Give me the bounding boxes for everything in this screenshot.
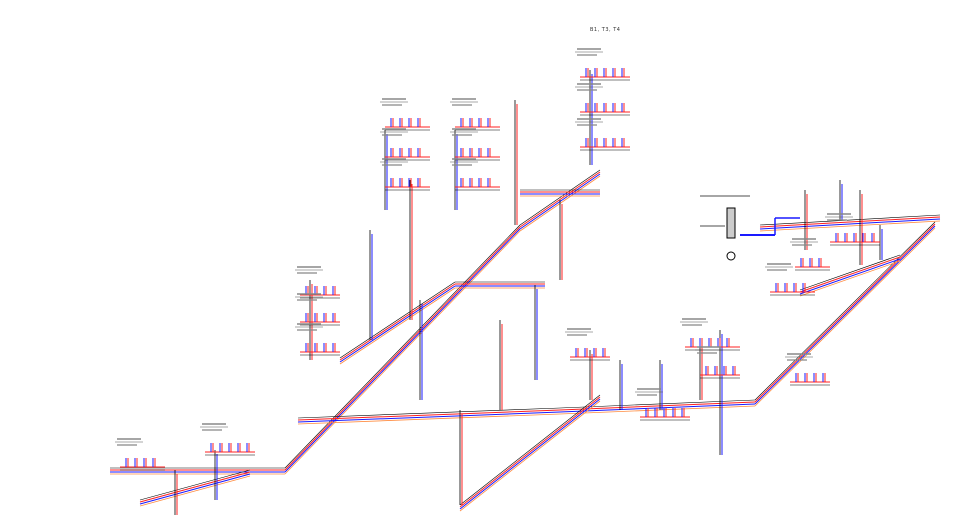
trunk-diagonal-left-cold: [284, 228, 521, 473]
right-branch-hot: [799, 256, 901, 293]
right-branch-circ: [799, 260, 901, 297]
right-top-horizontal-cold: [759, 218, 941, 230]
mid-diagonal-cold: [339, 285, 456, 363]
trunk-diagonal-right-outline: [754, 221, 936, 401]
trunk-diagonal-right-hot: [754, 223, 936, 403]
trunk-diagonal-right-circ: [754, 227, 936, 407]
mid-diagonal-circ: [339, 287, 456, 365]
lower-diagonal-cold: [459, 398, 601, 510]
trunk-diagonal-left-circ: [284, 230, 521, 475]
main-horizontal-left-outline: [297, 407, 561, 419]
trunk-diagonal-right-cold: [754, 225, 936, 405]
right-top-horizontal-hot: [759, 216, 941, 228]
left-branch-hot: [139, 471, 251, 503]
left-branch-cold: [139, 473, 251, 505]
main-horizontal-left-cold: [297, 411, 561, 423]
lower-diagonal-outline: [459, 394, 601, 506]
water-meter-icon: [726, 207, 736, 239]
inlet-marker-icon: [726, 251, 736, 261]
right-top-horizontal-outline: [759, 214, 941, 226]
right-branch-cold: [799, 258, 901, 295]
main-horizontal-left-hot: [297, 409, 561, 421]
left-branch-outline: [139, 469, 251, 501]
main-horizontal-left-circ: [297, 413, 561, 425]
trunk-diagonal-left-outline: [284, 224, 521, 469]
trunk-diagonal-upper-outline: [519, 169, 601, 226]
right-branch-outline: [799, 254, 901, 291]
mid-diagonal-hot: [339, 283, 456, 361]
right-top-horizontal-circ: [759, 220, 941, 232]
drawing-title: В1, Т3, Т4: [590, 27, 621, 33]
mid-diagonal-outline: [339, 281, 456, 359]
trunk-diagonal-upper-hot: [519, 171, 601, 228]
lower-diagonal-hot: [459, 396, 601, 508]
left-branch-circ: [139, 475, 251, 507]
trunk-diagonal-left-hot: [284, 226, 521, 471]
lower-diagonal-circ: [459, 400, 601, 512]
